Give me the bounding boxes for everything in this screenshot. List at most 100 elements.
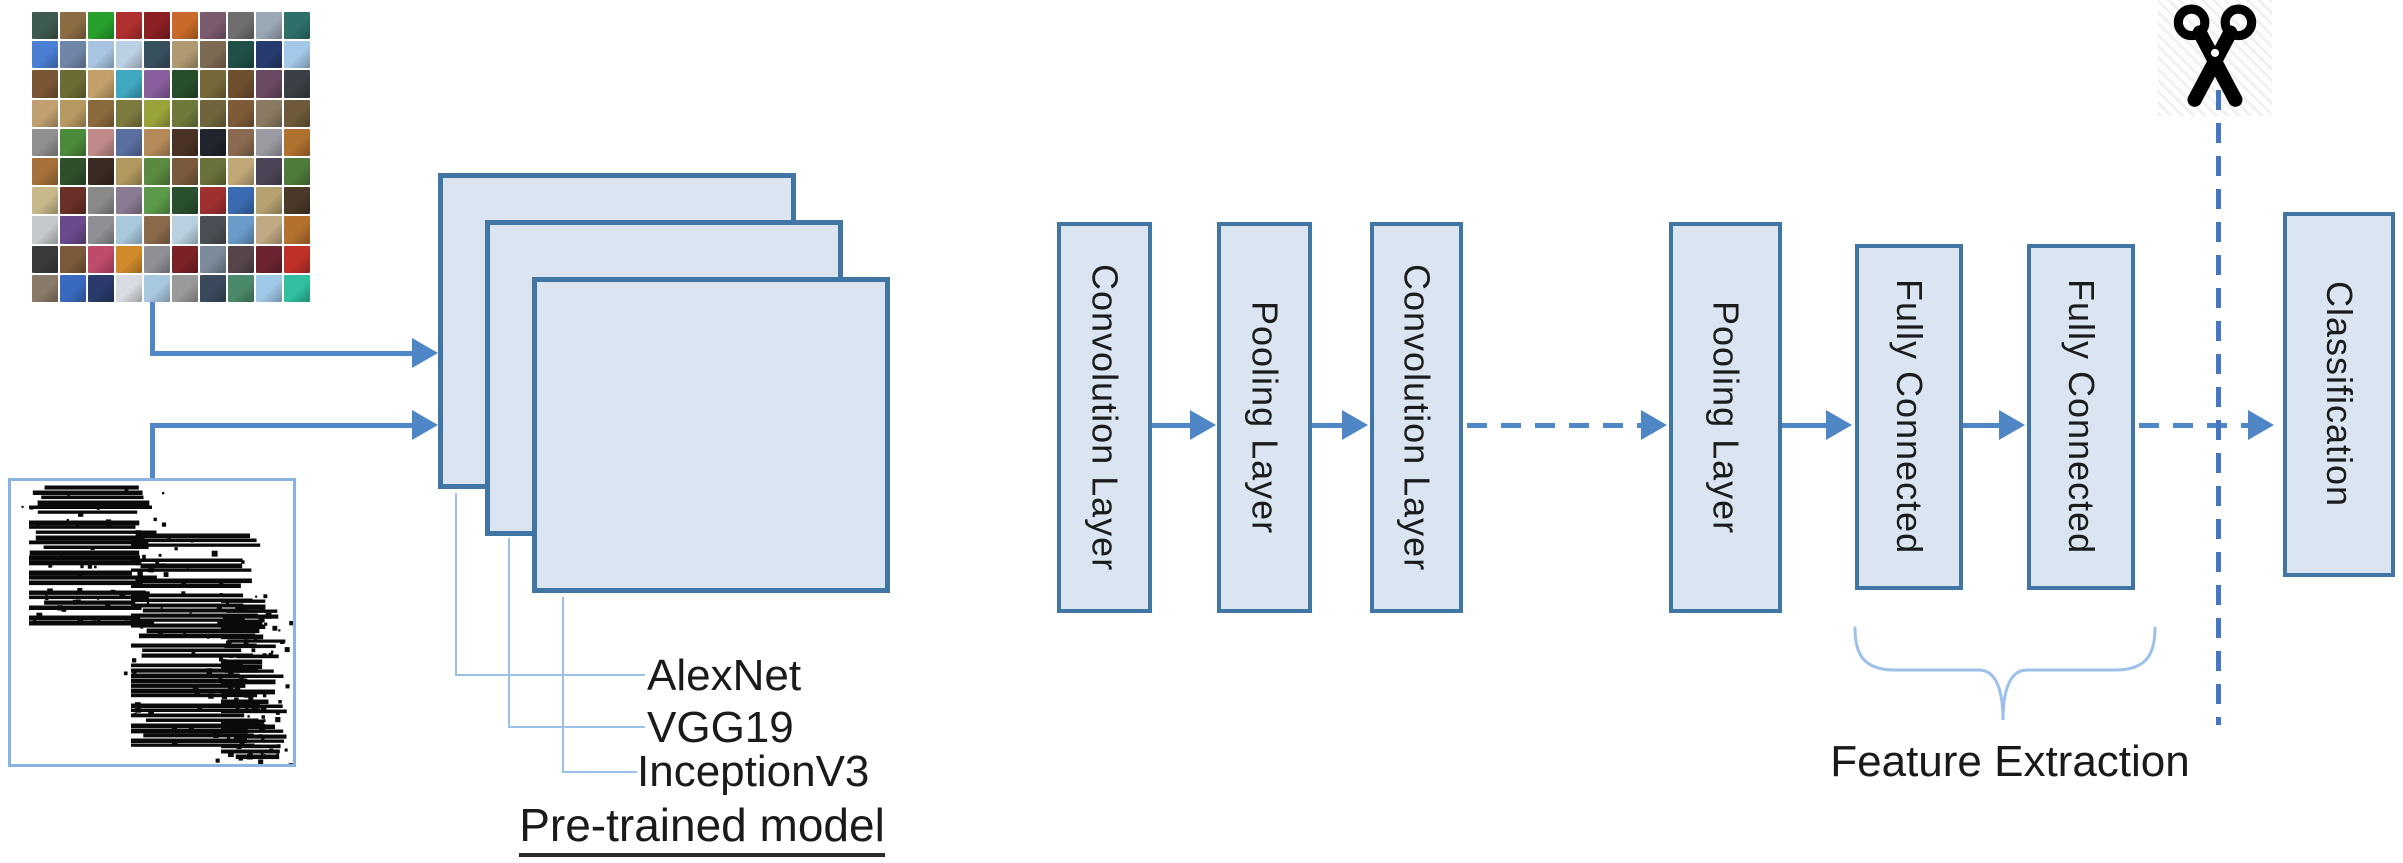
arrowhead-pool2-fc1 <box>1826 410 1852 440</box>
photo-thumbnail <box>200 274 226 302</box>
photo-thumbnail <box>88 70 114 98</box>
photo-thumbnail <box>284 41 310 69</box>
photo-thumbnail <box>200 99 226 127</box>
leader-inceptionv3-v <box>562 597 564 773</box>
photo-thumbnail <box>256 70 282 98</box>
layer-box-classification: Classification <box>2283 212 2395 577</box>
photo-thumbnail <box>32 128 58 156</box>
photo-thumbnail <box>284 70 310 98</box>
photo-thumbnail <box>60 158 86 186</box>
photo-thumbnail <box>256 99 282 127</box>
binary-texture-svg <box>21 485 293 764</box>
layer-box-convolution-1: Convolution Layer <box>1057 222 1152 613</box>
photo-thumbnail <box>88 274 114 302</box>
photo-thumbnail <box>284 128 310 156</box>
photo-thumbnail <box>88 12 114 40</box>
photo-thumbnail <box>284 245 310 273</box>
leader-vgg19-h <box>508 726 645 728</box>
photo-thumbnail <box>88 41 114 69</box>
photo-thumbnail <box>228 158 254 186</box>
photo-thumbnail <box>116 216 142 244</box>
photo-thumbnail <box>88 128 114 156</box>
photo-thumbnail <box>172 216 198 244</box>
dashed-arrow-conv2-pool2 <box>1467 423 1641 428</box>
photo-thumbnail <box>172 158 198 186</box>
photo-thumbnail <box>172 12 198 40</box>
photo-thumbnail <box>144 12 170 40</box>
photo-thumbnail <box>32 70 58 98</box>
layer-label: Classification <box>2319 281 2360 508</box>
arrowhead-conv1-pool1 <box>1190 410 1216 440</box>
dashed-arrow-fc2-classification <box>2139 423 2248 428</box>
photo-thumbnail <box>228 70 254 98</box>
photo-thumbnail <box>256 158 282 186</box>
layer-label: Pooling Layer <box>1705 300 1747 535</box>
leader-inceptionv3-h <box>562 771 637 773</box>
arrowhead-conv2-pool2 <box>1641 410 1667 440</box>
photo-thumbnail <box>228 245 254 273</box>
photo-thumbnail <box>256 187 282 215</box>
photo-thumbnail <box>284 216 310 244</box>
photo-thumbnail <box>228 99 254 127</box>
scissors-cut-icon <box>2173 4 2257 107</box>
pretrained-model-caption: Pre-trained model <box>500 800 904 857</box>
photo-thumbnail <box>172 70 198 98</box>
feature-extraction-brace <box>1853 626 2157 721</box>
photo-thumbnail <box>200 70 226 98</box>
layer-box-fully-connected-1: Fully Connected <box>1855 244 1963 590</box>
photo-thumbnail <box>284 99 310 127</box>
photo-thumbnail <box>144 158 170 186</box>
arrowhead-grid-input <box>412 338 438 368</box>
layer-label: Pooling Layer <box>1244 300 1286 535</box>
photo-thumbnail <box>144 274 170 302</box>
photo-thumbnail <box>200 158 226 186</box>
photo-thumbnail <box>172 128 198 156</box>
arrowhead-fc2-classification <box>2248 410 2274 440</box>
photo-thumbnail <box>228 128 254 156</box>
photo-thumbnail <box>228 12 254 40</box>
photo-thumbnail <box>32 274 58 302</box>
photo-thumbnail <box>144 245 170 273</box>
photo-dataset-grid-image <box>32 12 310 302</box>
photo-thumbnail <box>256 245 282 273</box>
photo-thumbnail <box>60 274 86 302</box>
photo-thumbnail <box>284 274 310 302</box>
photo-thumbnail <box>172 274 198 302</box>
photo-thumbnail <box>172 245 198 273</box>
photo-thumbnail <box>144 70 170 98</box>
photo-thumbnail <box>200 128 226 156</box>
photo-thumbnail <box>144 216 170 244</box>
arrow-conv1-pool1 <box>1152 423 1190 428</box>
photo-thumbnail <box>32 158 58 186</box>
photo-thumbnail <box>32 41 58 69</box>
photo-thumbnail <box>228 274 254 302</box>
arrow-fc1-fc2 <box>1963 423 1999 428</box>
photo-thumbnail <box>88 245 114 273</box>
arrow-pool2-fc1 <box>1782 423 1826 428</box>
photo-thumbnail <box>200 41 226 69</box>
photo-thumbnail <box>200 12 226 40</box>
connector-grid-vertical <box>150 302 155 356</box>
connector-texture-vertical <box>150 425 155 480</box>
photo-thumbnail <box>256 216 282 244</box>
photo-thumbnail <box>284 12 310 40</box>
arrowhead-fc1-fc2 <box>1999 410 2025 440</box>
layer-label: Fully Connected <box>2061 279 2102 555</box>
photo-thumbnail <box>200 187 226 215</box>
photo-thumbnail <box>172 187 198 215</box>
photo-thumbnail <box>228 216 254 244</box>
photo-thumbnail <box>32 187 58 215</box>
photo-thumbnail <box>144 41 170 69</box>
photo-thumbnail <box>116 99 142 127</box>
arrowhead-texture-input <box>412 410 438 440</box>
leader-alexnet-v <box>455 493 457 676</box>
model-square-front <box>532 277 890 593</box>
arrow-pool1-conv2 <box>1312 423 1342 428</box>
photo-thumbnail <box>88 187 114 215</box>
photo-thumbnail <box>200 245 226 273</box>
connector-texture-horizontal <box>150 423 412 428</box>
layer-box-convolution-2: Convolution Layer <box>1370 222 1463 613</box>
layer-label: Convolution Layer <box>1084 263 1126 572</box>
arrowhead-pool1-conv2 <box>1342 410 1368 440</box>
